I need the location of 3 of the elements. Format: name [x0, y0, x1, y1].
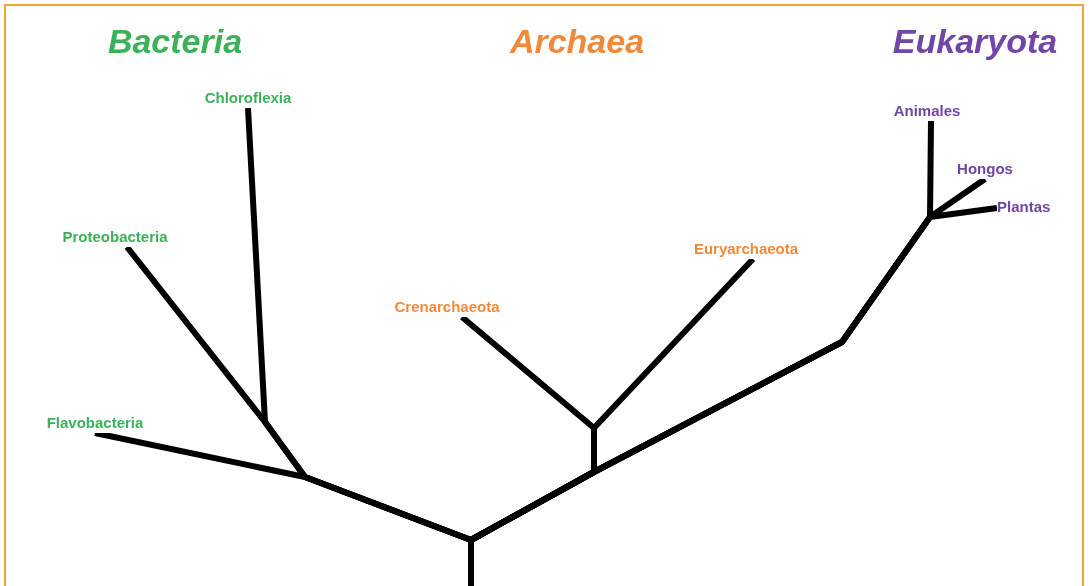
domain-heading: Eukaryota — [892, 22, 1058, 61]
domain-heading: Archaea — [509, 22, 645, 61]
domain-heading: Bacteria — [107, 22, 243, 61]
